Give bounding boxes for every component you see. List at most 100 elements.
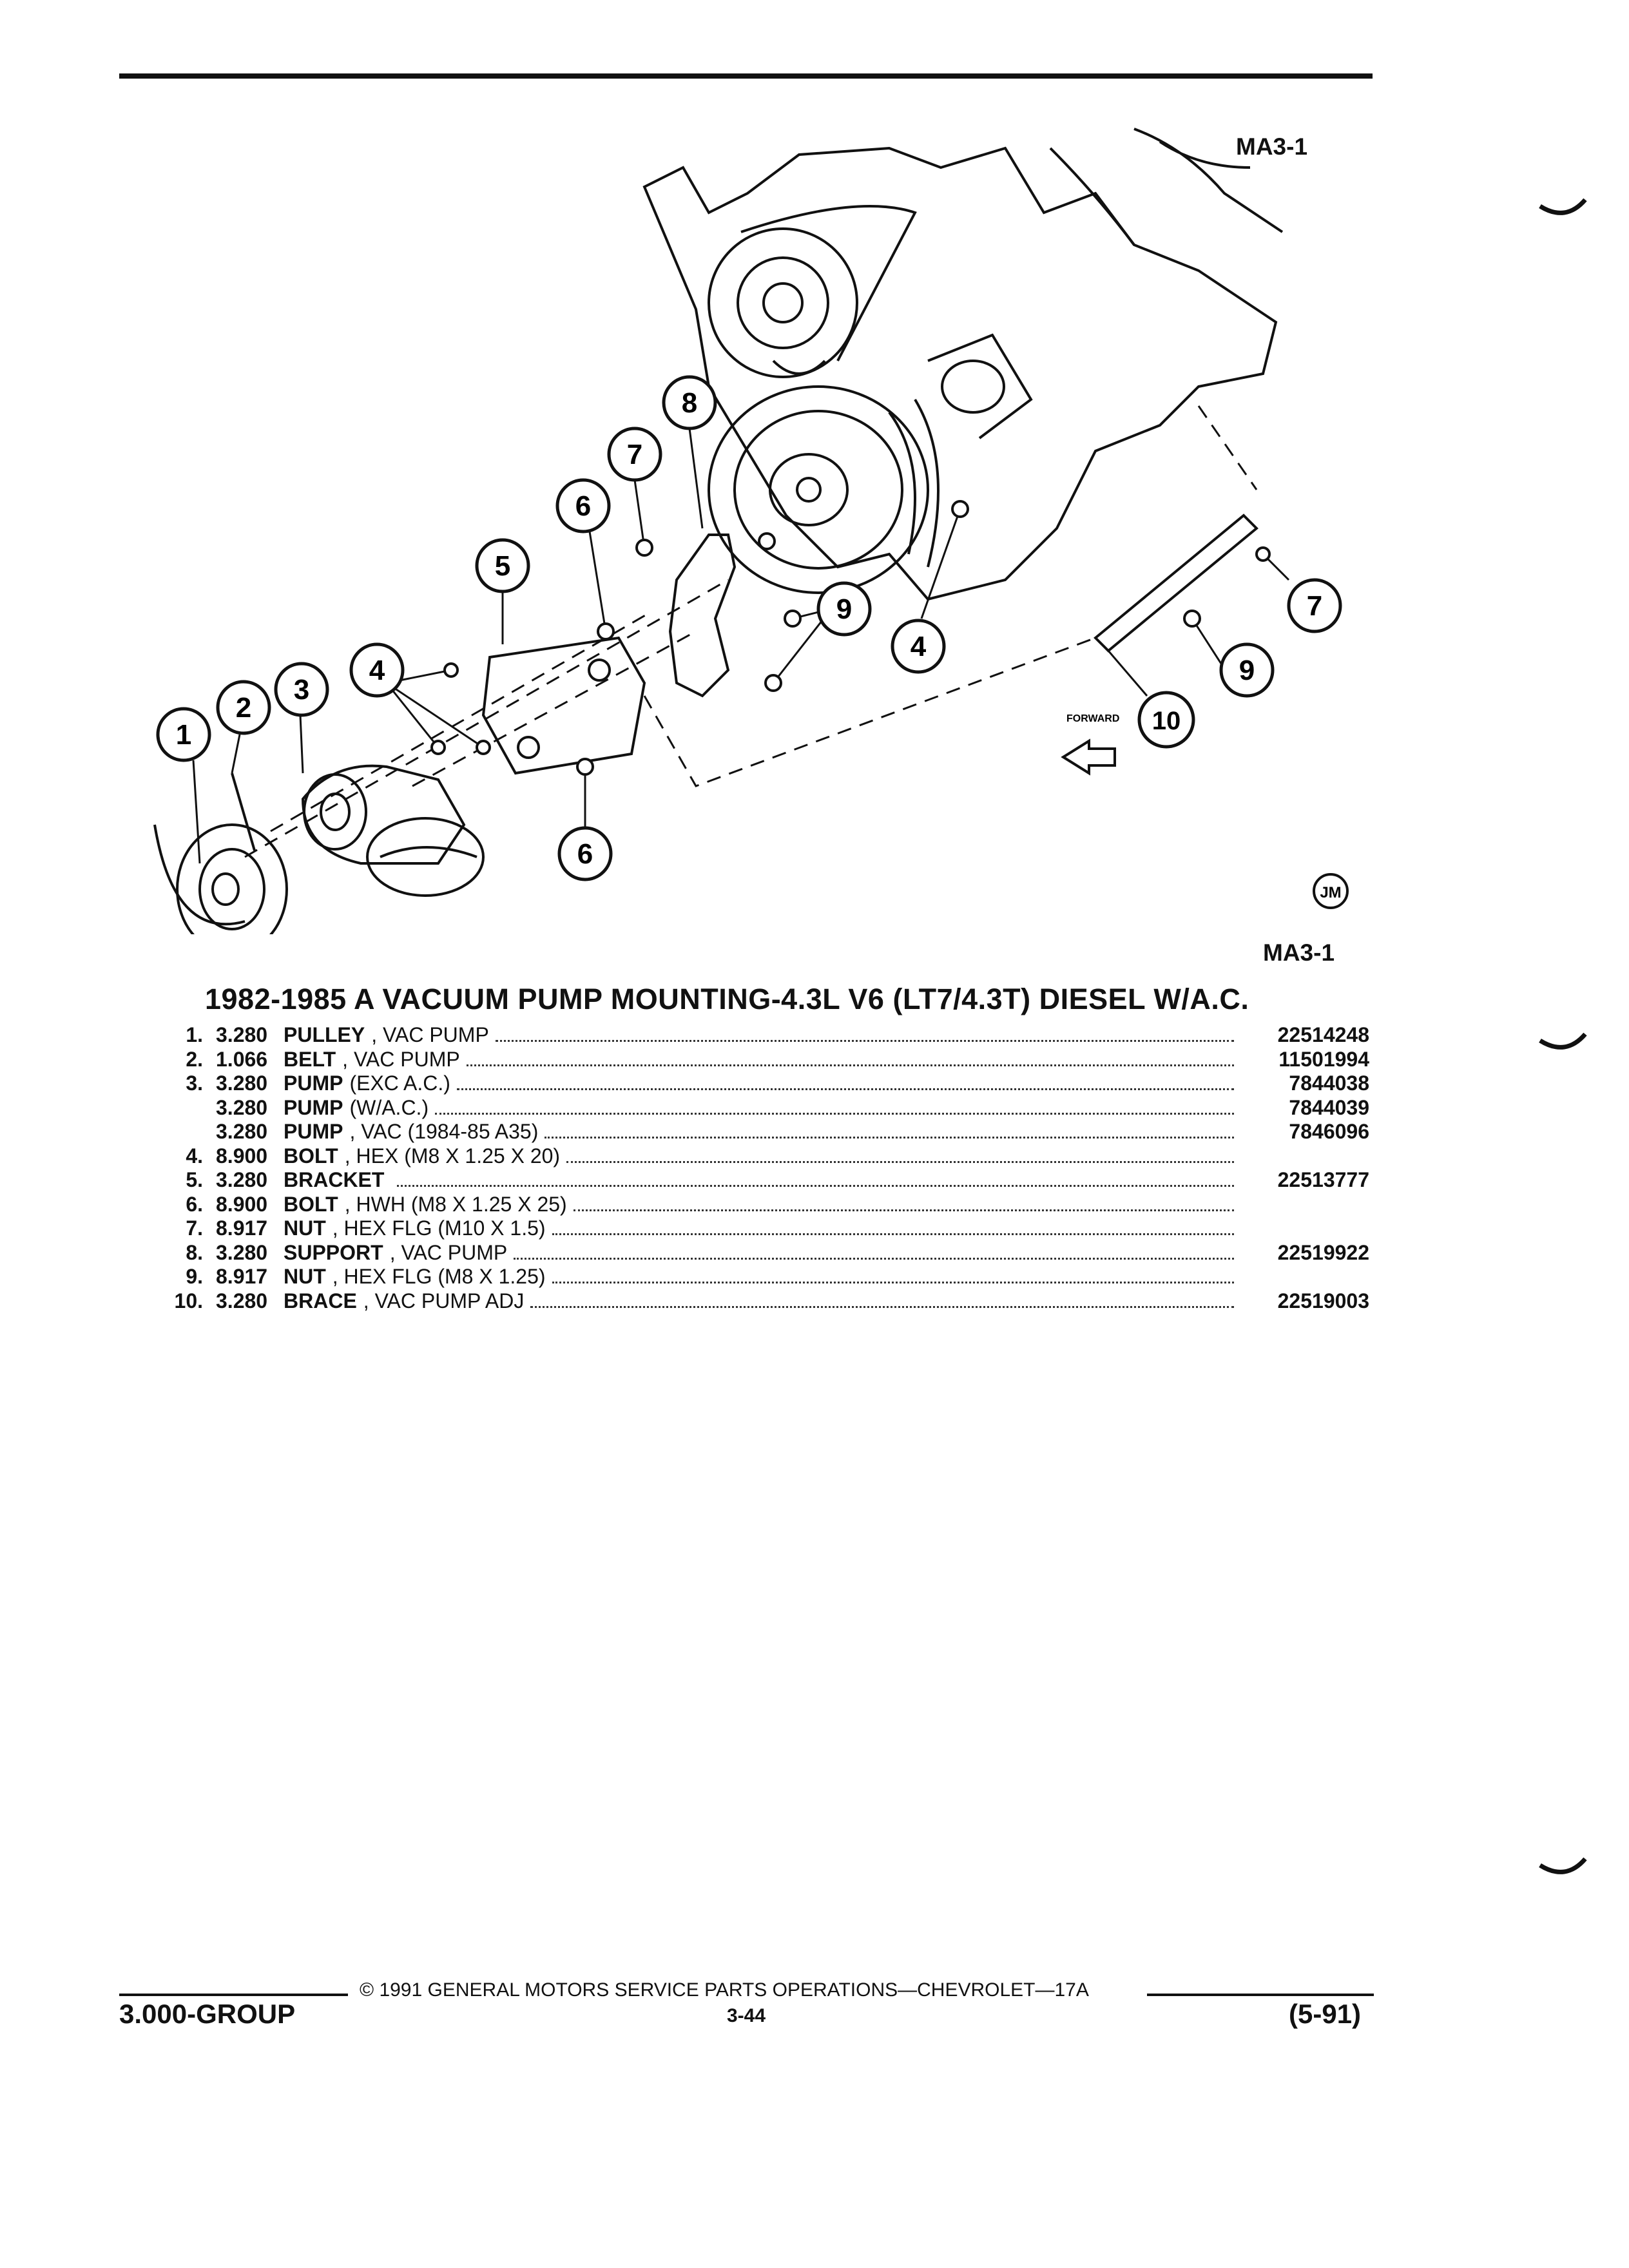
part-detail: , VAC PUMP ADJ [363,1289,525,1312]
part-number: 11501994 [1278,1047,1369,1071]
callout-10: 10 [1137,691,1195,749]
part-name: PUMP [284,1072,343,1095]
top-rule [119,73,1373,79]
svg-text:4: 4 [369,655,385,686]
group-code: 3.280 [216,1120,268,1143]
callout-9-right: 9 [1219,642,1275,698]
margin-mark-3 [1539,1857,1587,1874]
parts-row: 6. 8.900 BOLT, HWH (M8 X 1.25 X 25) [155,1193,1369,1217]
exploded-diagram: 1 2 3 4 5 6 6 7 7 8 9 9 [153,128,1349,934]
part-name: BOLT [284,1192,338,1216]
group-code: 3.280 [216,1289,268,1312]
part-name: BRACE [284,1289,357,1312]
callout-3: 3 [274,662,329,717]
part-description: BOLT, HEX (M8 X 1.25 X 20) [284,1144,1234,1169]
callout-4-left: 4 [349,642,405,698]
svg-text:1: 1 [176,719,191,751]
svg-text:7: 7 [1307,590,1322,622]
leader-dots [545,1137,1234,1139]
group-code: 3.280 [216,1023,268,1046]
leader-dots [566,1160,1234,1163]
group-code: 3.280 [216,1095,268,1119]
part-detail: , VAC PUMP [371,1023,489,1046]
forward-arrow-icon [1061,738,1116,776]
group-code: 3.280 [216,1168,268,1191]
leader-dots [573,1209,1234,1211]
revision-date: (5-91) [1289,1999,1362,2029]
svg-text:6: 6 [577,838,593,870]
group-code: 3.280 [216,1072,268,1095]
figure-code-top: MA3-1 [1236,133,1308,160]
leader-dots [530,1305,1234,1308]
group-code: 1.066 [216,1047,268,1071]
group-code: 8.900 [216,1192,268,1216]
callout-4-right: 4 [891,619,946,674]
callout-6-top: 6 [555,478,611,533]
parts-row: 4. 8.900 BOLT, HEX (M8 X 1.25 X 20) [155,1144,1369,1169]
callout-1: 1 [156,707,211,762]
part-detail: , VAC PUMP [389,1240,508,1264]
part-name: NUT [284,1265,326,1288]
callout-6-bottom: 6 [557,826,613,881]
part-name: BRACKET [284,1168,385,1191]
item-number: 6. [186,1192,203,1216]
item-number: 8. [186,1240,203,1264]
group-code: 8.917 [216,1216,268,1240]
callout-5: 5 [475,538,530,593]
part-number: 7844039 [1289,1095,1369,1119]
part-name: NUT [284,1216,326,1240]
part-name: PUMP [284,1095,343,1119]
svg-text:8: 8 [682,387,697,419]
item-number: 9. [186,1265,203,1288]
part-description: BOLT, HWH (M8 X 1.25 X 25) [284,1193,1234,1217]
svg-text:10: 10 [1152,707,1181,735]
svg-text:JM: JM [1320,884,1341,901]
part-name: PUMP [284,1120,343,1143]
part-description: SUPPORT, VAC PUMP [284,1241,1234,1265]
item-number: 1. [186,1023,203,1046]
footer-rule-left [119,1994,348,1996]
callout-8: 8 [662,375,717,430]
page-number: 3-44 [727,2005,766,2026]
leader-dots [435,1112,1234,1115]
callout-9-middle: 9 [816,581,872,637]
group-code: 8.900 [216,1144,268,1168]
margin-mark-1 [1539,198,1587,215]
margin-mark-2 [1539,1032,1587,1050]
item-number: 2. [186,1047,203,1071]
part-detail: (W/A.C.) [349,1095,429,1119]
part-description: NUT, HEX FLG (M10 X 1.5) [284,1216,1234,1241]
section-title: 1982-1985 A VACUUM PUMP MOUNTING-4.3L V6… [205,983,1249,1015]
part-number: 22514248 [1277,1023,1369,1046]
callout-7-right: 7 [1287,578,1342,633]
leader-dots [514,1257,1234,1260]
part-name: BELT [284,1047,336,1071]
part-detail: , VAC (1984-85 A35) [349,1120,539,1143]
item-number: 4. [186,1144,203,1168]
forward-label: FORWARD [1066,713,1119,724]
part-description: BELT, VAC PUMP [284,1048,1234,1072]
svg-text:5: 5 [495,550,510,582]
svg-text:4: 4 [911,631,927,662]
parts-row: 1. 3.280 PULLEY, VAC PUMP 22514248 [155,1023,1369,1048]
part-name: BOLT [284,1144,338,1168]
part-detail: , HEX FLG (M10 X 1.5) [332,1216,546,1240]
item-number: 5. [186,1168,203,1191]
leader-dots [456,1088,1234,1090]
figure-code-bottom: MA3-1 [1263,939,1335,966]
group-label: 3.000-GROUP [119,1999,296,2029]
part-detail: , HEX (M8 X 1.25 X 20) [344,1144,561,1168]
part-description: PUMP(W/A.C.) [284,1096,1234,1120]
part-description: PULLEY, VAC PUMP [284,1023,1234,1048]
part-description: PUMP(EXC A.C.) [284,1072,1234,1096]
parts-list: 1. 3.280 PULLEY, VAC PUMP 22514248 2. 1.066 BE… [155,1023,1369,1313]
footer-rule-right [1147,1994,1374,1996]
part-detail: , VAC PUMP [342,1047,460,1071]
part-description: PUMP , VAC (1984-85 A35) [284,1120,1234,1144]
